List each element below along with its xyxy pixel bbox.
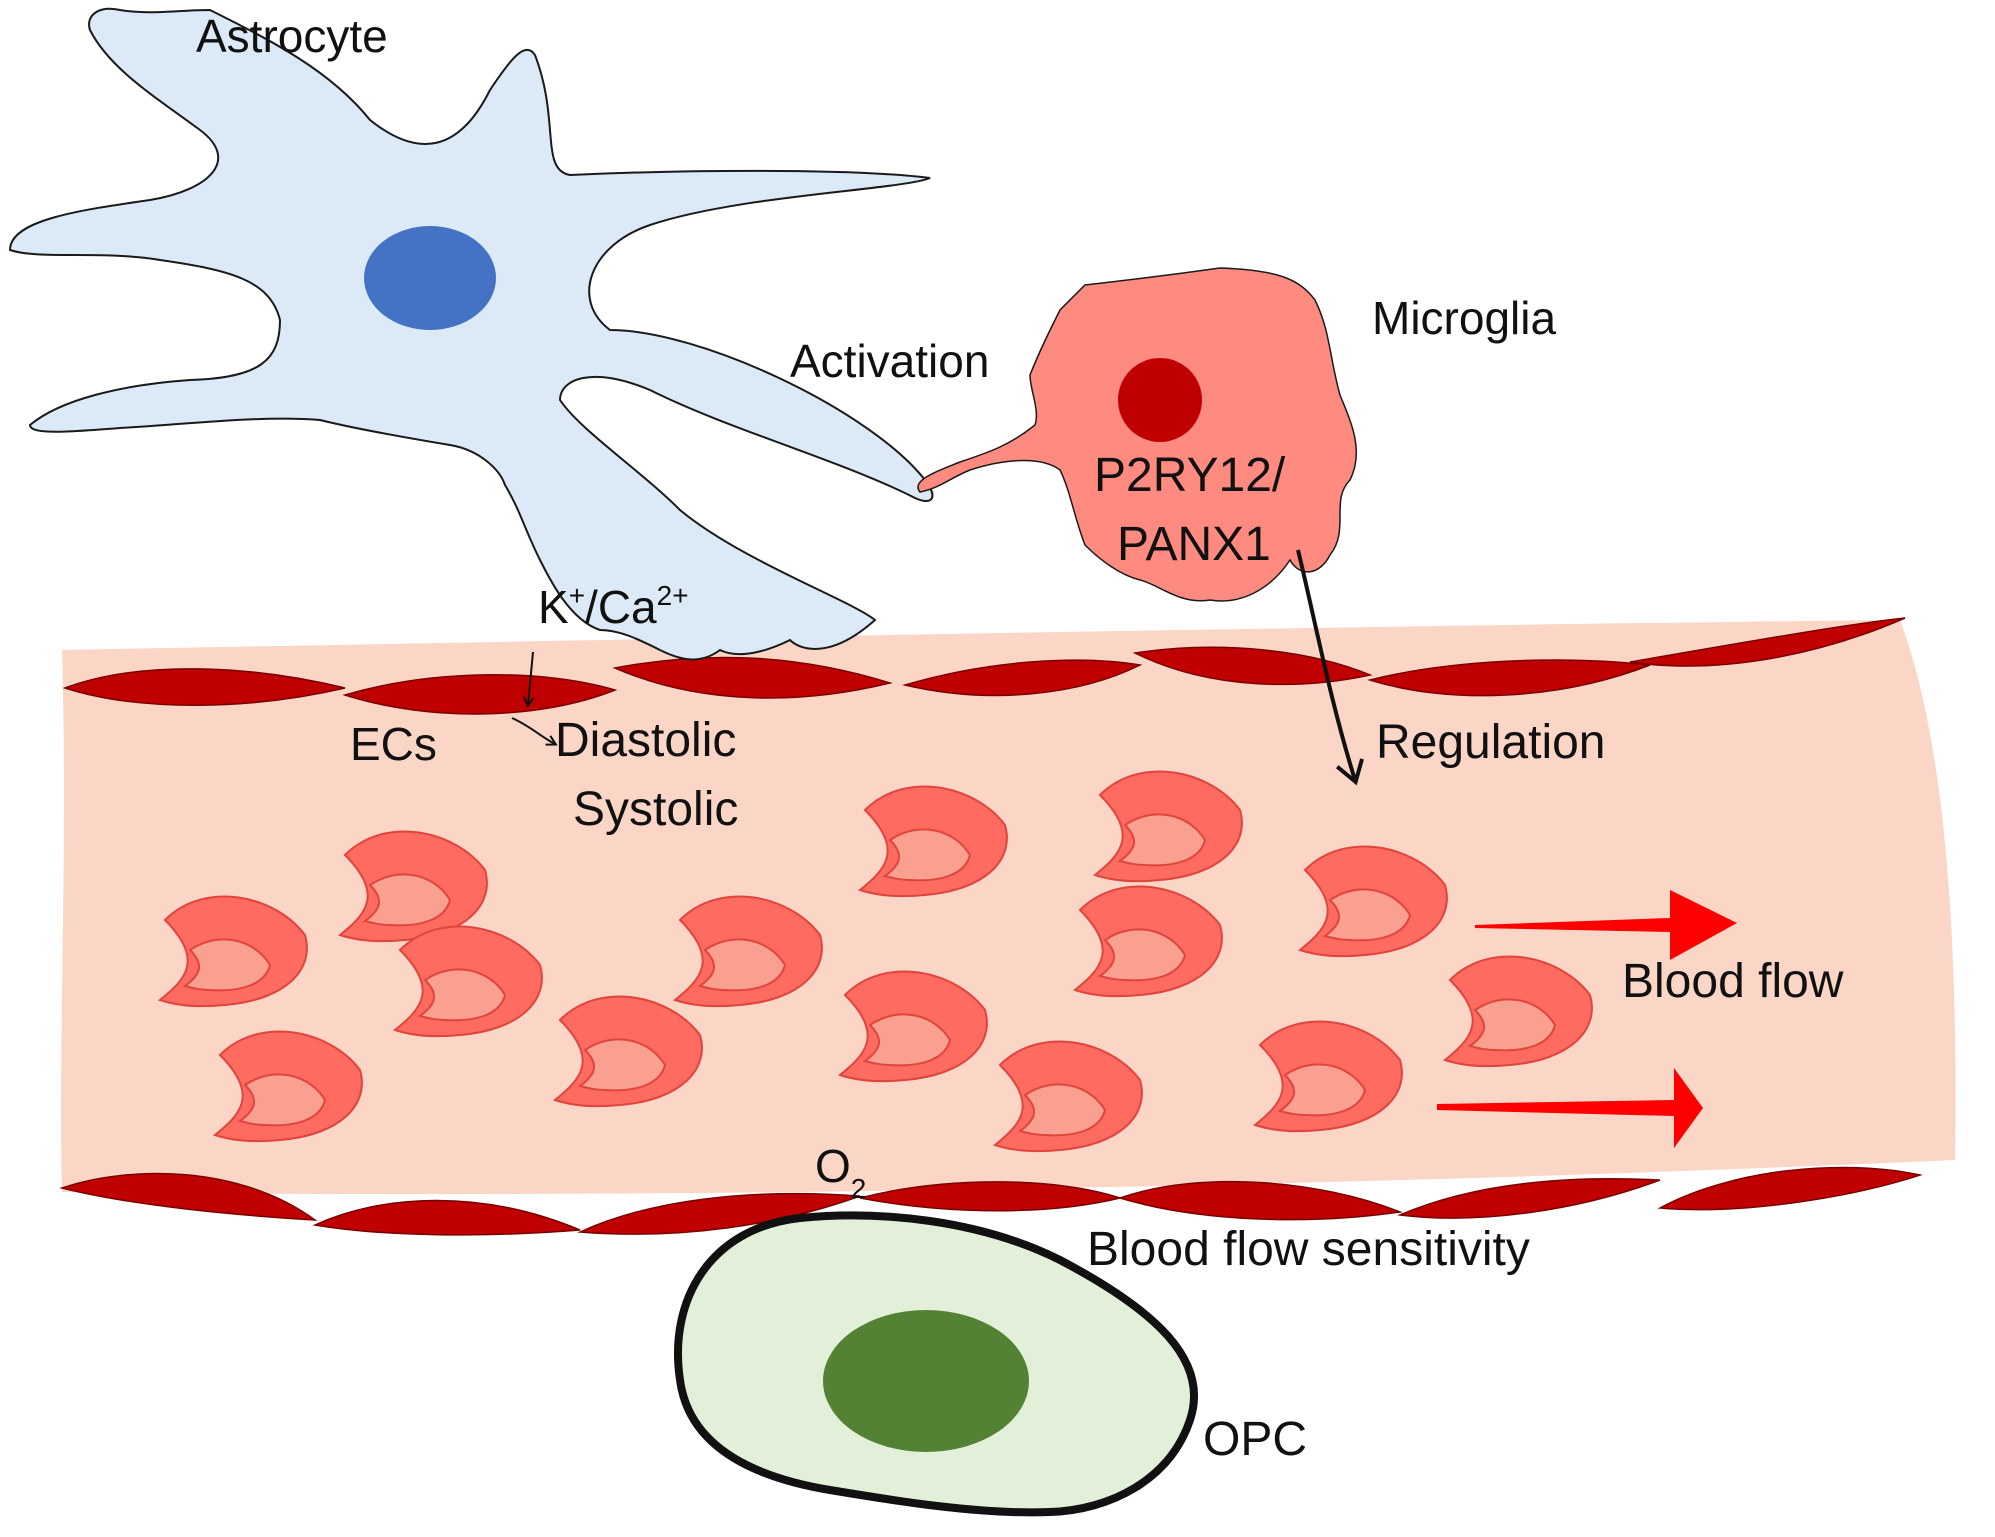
- endothelial-cell: [577, 1192, 861, 1235]
- endothelial-cell: [342, 674, 618, 715]
- opc-label: OPC: [1203, 1413, 1307, 1466]
- activation-label: Activation: [790, 335, 989, 387]
- ecs-label: ECs: [350, 718, 437, 770]
- microglia-cell-icon: [917, 267, 1358, 602]
- diagram-labels: Astrocyte Microglia Activation P2RY12/ P…: [196, 10, 1844, 1466]
- oxygen-label: O2: [815, 1140, 866, 1204]
- endothelial-cell: [1132, 646, 1373, 686]
- astrocyte-label: Astrocyte: [196, 10, 388, 62]
- endothelial-cell: [902, 659, 1143, 697]
- diastolic-label: Diastolic: [555, 714, 736, 767]
- ion-arrow-icon: [528, 651, 533, 705]
- endothelial-cell: [1397, 1178, 1661, 1219]
- astrocyte-nucleus: [364, 226, 496, 330]
- arrow-right-icon: [1475, 890, 1737, 960]
- blood-flow-arrows: [1437, 890, 1737, 1148]
- regulation-arrow-icon: [1296, 549, 1364, 786]
- endothelial-cell: [1629, 617, 1906, 667]
- endothelial-cell: [312, 1199, 581, 1236]
- systolic-label: Systolic: [573, 783, 738, 836]
- diastolic-arrow-icon: [511, 717, 555, 744]
- blood-flow-sensitivity-label: Blood flow sensitivity: [1087, 1223, 1530, 1276]
- ion-label: K+/Ca2+: [538, 580, 689, 633]
- receptor-label-line2: PANX1: [1117, 518, 1271, 571]
- arrow-right-icon: [1437, 1068, 1703, 1148]
- regulation-label: Regulation: [1376, 716, 1606, 769]
- endothelial-cells-bottom: [59, 1166, 1923, 1236]
- microglia-nucleus: [1118, 358, 1202, 442]
- endothelial-cell: [59, 1172, 318, 1221]
- endothelial-cell: [1657, 1166, 1923, 1211]
- astrocyte-cell-icon: [8, 7, 934, 661]
- receptor-label-line1: P2RY12/: [1094, 449, 1286, 502]
- microglia-label: Microglia: [1372, 292, 1556, 344]
- endothelial-cell: [1117, 1180, 1403, 1221]
- blood-flow-label: Blood flow: [1622, 955, 1844, 1008]
- endothelial-cells-top: [62, 617, 1906, 715]
- opc-cell-icon: [674, 1211, 1199, 1517]
- endothelial-cell: [62, 668, 346, 706]
- opc-nucleus: [823, 1310, 1029, 1452]
